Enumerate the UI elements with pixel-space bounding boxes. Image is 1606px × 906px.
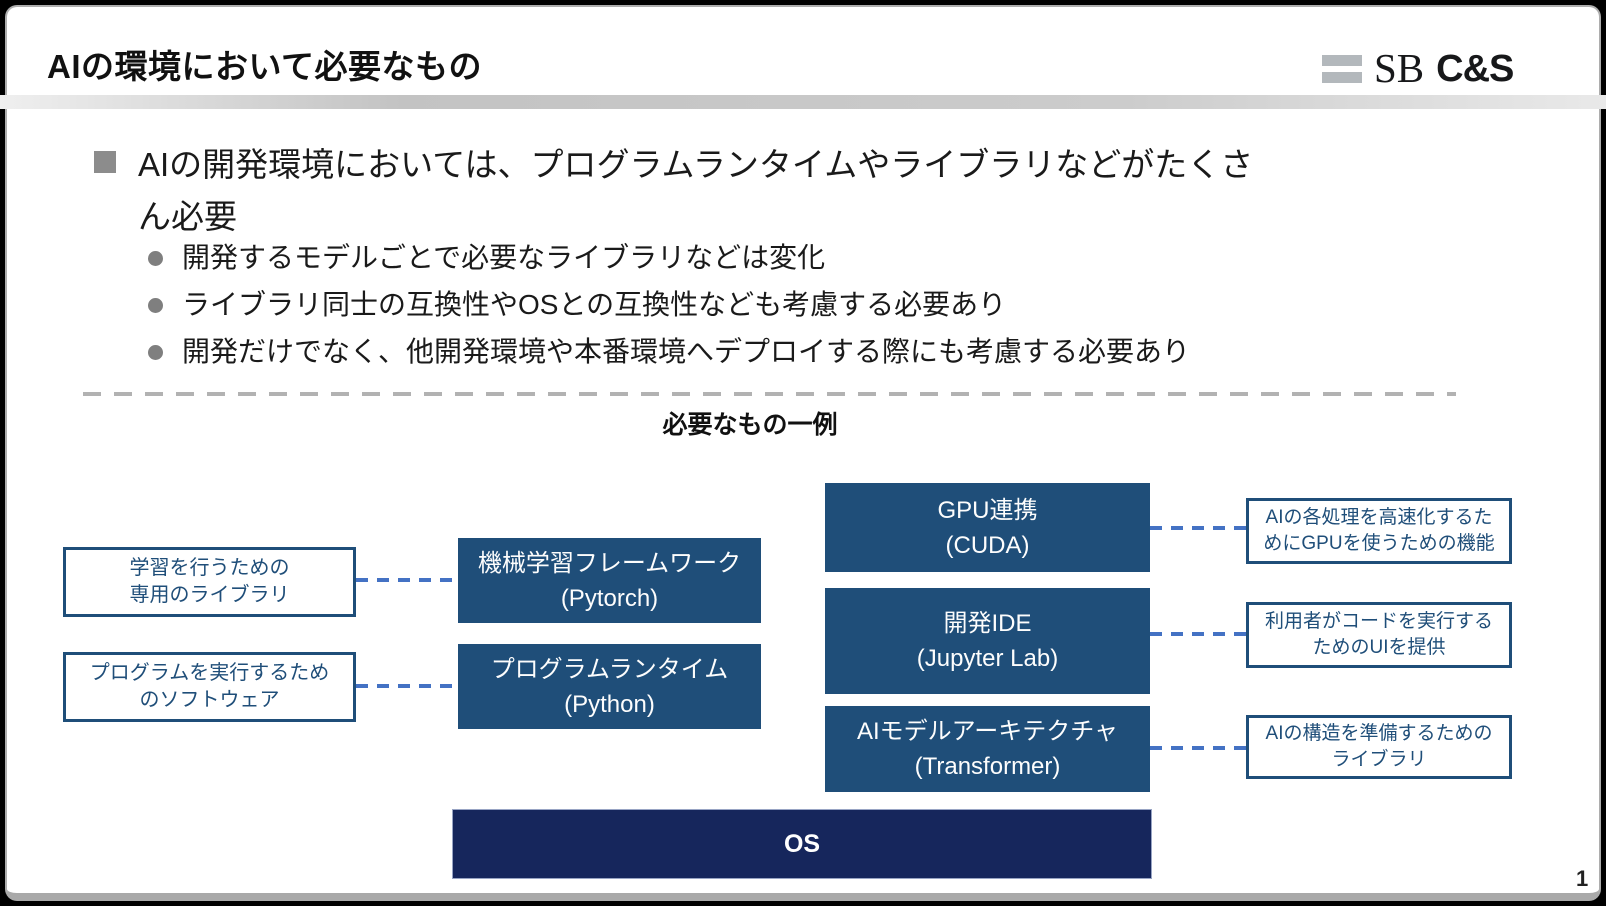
header-divider <box>0 95 1606 109</box>
logo-bar-top <box>1322 54 1362 66</box>
bullet-dot-icon <box>148 344 163 360</box>
desc-gpu-function: AIの各処理を高速化するた めにGPUを使うための機能 <box>1246 498 1512 564</box>
box-text-line1: プログラムを実行するため <box>89 662 330 684</box>
connector-gpu-to-desc <box>1150 526 1246 530</box>
main-bullet-square-icon <box>94 151 116 173</box>
box-text-line1: 学習を行うための <box>129 557 290 579</box>
box-text-line2: ライブラリ <box>1331 749 1427 770</box>
box-runtime-python: プログラムランタイム (Python) <box>458 644 761 729</box>
box-text-line1: AIの構造を準備するための <box>1265 723 1493 744</box>
bullet-dot-icon <box>148 297 163 313</box>
page-number: 1 <box>1576 866 1589 891</box>
sub-bullet-list: 開発するモデルごとで必要なライブラリなどは変化 ライブラリ同士の互換性やOSとの… <box>148 241 1190 369</box>
list-item: 開発だけでなく、他開発環境や本番環境へデプロイする際にも考慮する必要あり <box>148 335 1190 369</box>
connector-ide-to-desc <box>1150 632 1246 636</box>
box-text-line2: (Transformer) <box>914 753 1061 780</box>
logo-bar-bottom <box>1322 71 1362 83</box>
box-text-line2: (CUDA) <box>945 531 1030 559</box>
box-gpu-cuda: GPU連携 (CUDA) <box>825 483 1150 572</box>
sub-bullet-text: 開発だけでなく、他開発環境や本番環境へデプロイする際にも考慮する必要あり <box>182 336 1191 367</box>
os-bar: OS <box>452 809 1152 879</box>
list-item: ライブラリ同士の互換性やOSとの互換性なども考慮する必要あり <box>148 288 1190 322</box>
box-text-line2: ためのUIを提供 <box>1312 637 1446 658</box>
box-text-line1: 利用者がコードを実行する <box>1264 611 1493 632</box>
list-item: 開発するモデルごとで必要なライブラリなどは変化 <box>148 241 1190 275</box>
desc-ide-ui: 利用者がコードを実行する ためのUIを提供 <box>1246 602 1512 668</box>
box-program-software: プログラムを実行するため のソフトウェア <box>63 652 356 722</box>
sub-bullet-text: 開発するモデルごとで必要なライブラリなどは変化 <box>182 242 826 273</box>
logo-bars-icon <box>1322 54 1362 83</box>
desc-architecture-library: AIの構造を準備するための ライブラリ <box>1246 715 1512 779</box>
connector-software-to-runtime <box>356 684 458 688</box>
box-ml-framework-pytorch: 機械学習フレームワーク (Pytorch) <box>458 538 761 623</box>
box-text-line1: 機械学習フレームワーク <box>477 549 742 577</box>
box-text-line1: 開発IDE <box>943 610 1032 637</box>
box-text-line2: めにGPUを使うための機能 <box>1263 533 1495 554</box>
main-bullet-line1: AIの開発環境においては、プログラムランタイムやライブラリなどがたくさ <box>138 146 1254 183</box>
box-text-line2: (Pytorch) <box>560 584 659 612</box>
logo-text-cs: C&S <box>1436 47 1514 90</box>
page-title: AIの環境において必要なもの <box>47 48 483 85</box>
box-learning-library: 学習を行うための 専用のライブラリ <box>63 547 356 617</box>
box-text-line1: プログラムランタイム <box>490 655 729 683</box>
dashed-divider <box>83 392 1456 396</box>
connector-architecture-to-desc <box>1150 746 1246 750</box>
main-bullet-line2: ん必要 <box>138 198 237 235</box>
connector-learning-to-framework <box>356 578 458 582</box>
diagram-heading: 必要なもの一例 <box>662 411 838 439</box>
box-text-line1: GPU連携 <box>937 496 1038 524</box>
box-text-line2: のソフトウェア <box>139 689 280 711</box>
main-bullet-text: AIの開発環境においては、プログラムランタイムやライブラリなどがたくさ ん必要 <box>138 139 1558 243</box>
sub-bullet-text: ライブラリ同士の互換性やOSとの互換性なども考慮する必要あり <box>182 289 1007 320</box>
box-text-line2: (Python) <box>564 690 655 718</box>
box-text-line2: (Jupyter Lab) <box>916 645 1059 672</box>
logo-text-sb: SB <box>1374 45 1425 91</box>
box-text-line1: AIモデルアーキテクチャ <box>857 718 1118 745</box>
bullet-dot-icon <box>148 250 163 266</box>
box-text-line2: 専用のライブラリ <box>129 584 290 606</box>
box-dev-ide-jupyter: 開発IDE (Jupyter Lab) <box>825 588 1150 694</box>
sbcs-logo: SB C&S <box>1322 45 1514 91</box>
box-text-line1: AIの各処理を高速化するた <box>1265 507 1493 528</box>
box-ai-architecture-transformer: AIモデルアーキテクチャ (Transformer) <box>825 706 1150 792</box>
